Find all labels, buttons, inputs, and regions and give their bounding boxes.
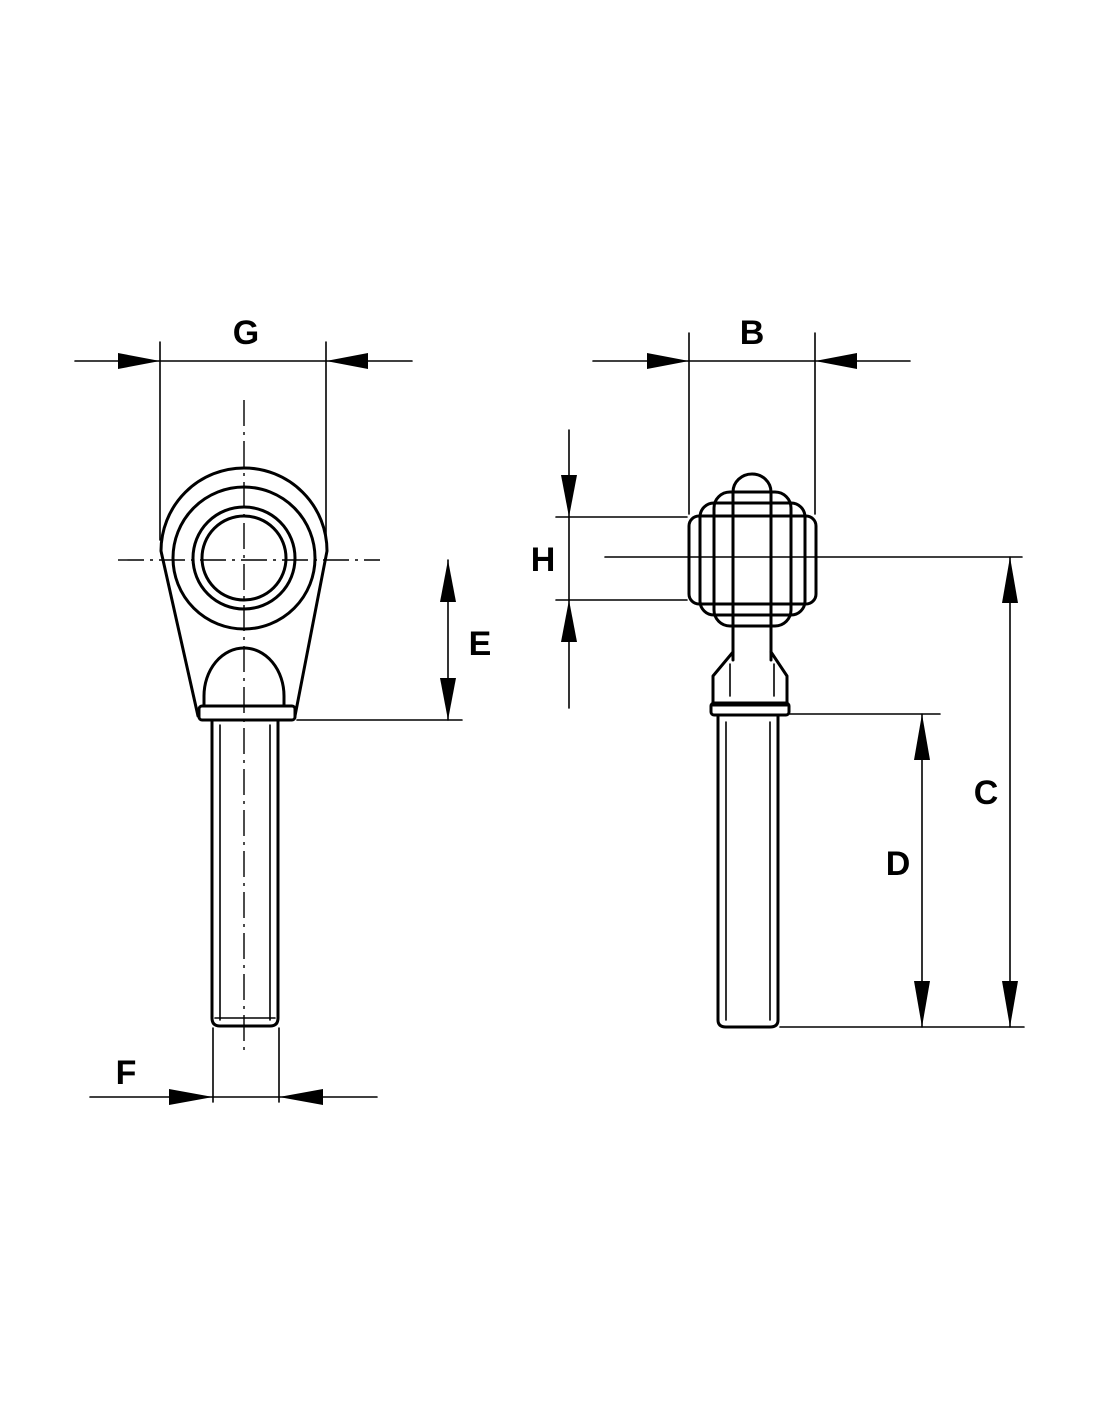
c-arrow-bottom: [1002, 981, 1018, 1027]
b-arrow-left: [647, 353, 689, 369]
h-arrow-bottom: [561, 600, 577, 642]
f-arrow-right: [279, 1089, 323, 1105]
b-label: B: [740, 314, 765, 352]
e-arrow-top: [440, 560, 456, 602]
bearing-outer-ring: [191, 505, 297, 611]
b-arrow-right: [815, 353, 857, 369]
g-label: G: [233, 314, 259, 352]
dimension-e: E: [296, 559, 492, 721]
dimension-h: H: [531, 429, 688, 709]
ball-outer: [687, 514, 818, 606]
eye-ring: [171, 485, 317, 631]
f-arrow-left: [169, 1089, 213, 1105]
dimension-d: D: [789, 713, 941, 1028]
front-collar: [197, 704, 297, 722]
h-label: H: [531, 541, 556, 579]
g-arrow-right: [326, 353, 368, 369]
front-shank: [210, 718, 280, 1028]
dimension-f: F: [89, 1027, 378, 1105]
side-collar: [709, 701, 791, 717]
ball-middle: [698, 501, 807, 617]
ball-inner: [712, 490, 793, 628]
dimension-b: B: [592, 314, 911, 515]
f-label: F: [116, 1054, 137, 1092]
d-label: D: [886, 845, 911, 883]
e-arrow-bottom: [440, 678, 456, 720]
side-view: [604, 472, 1023, 1029]
h-arrow-top: [561, 475, 577, 517]
side-housing-plate: [731, 472, 773, 662]
bearing-bore: [200, 514, 288, 602]
c-arrow-top: [1002, 557, 1018, 603]
side-shank: [716, 713, 780, 1029]
g-arrow-left: [118, 353, 160, 369]
dimension-c: C: [779, 556, 1025, 1028]
eye-outer-body: [159, 466, 329, 718]
d-arrow-top: [914, 714, 930, 760]
c-label: C: [974, 774, 999, 812]
neck-dome: [202, 646, 286, 708]
side-neck: [711, 650, 789, 707]
dimension-g: G: [74, 314, 413, 541]
e-label: E: [469, 625, 492, 663]
d-arrow-bottom: [914, 981, 930, 1027]
front-view: [118, 400, 380, 1050]
